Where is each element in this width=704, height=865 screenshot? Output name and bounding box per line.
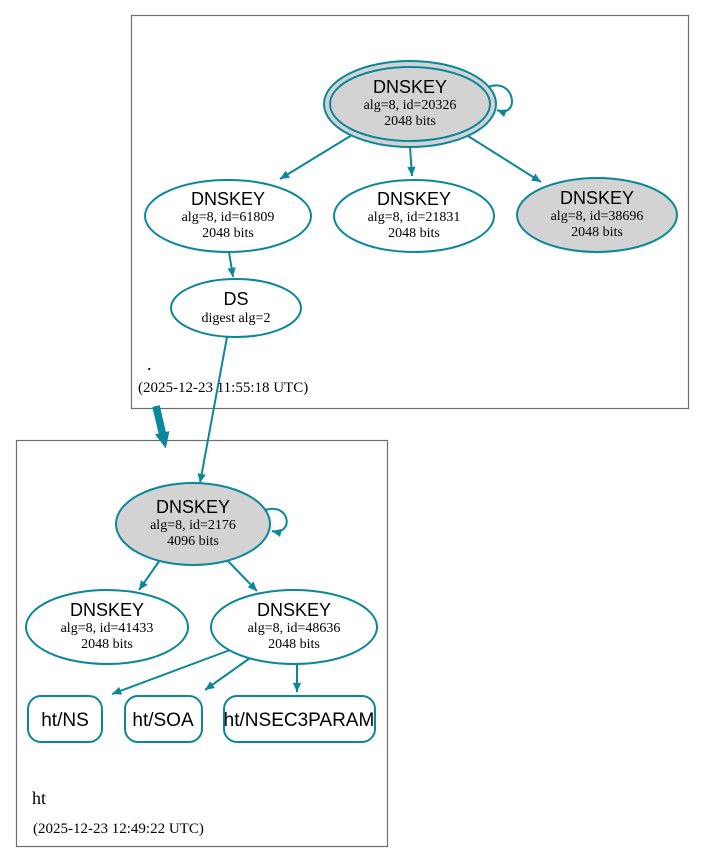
ds-ellipse	[170, 278, 302, 338]
zone-timestamp-root: (2025-12-23 11:55:18 UTC)	[138, 380, 308, 396]
rrset-rect	[223, 695, 376, 743]
node-ht-ksk-2176: DNSKEY alg=8, id=2176 4096 bits	[115, 482, 271, 566]
node-detail: alg=8, id=48636	[248, 621, 341, 636]
rrset-label: ht/NSEC3PARAM	[224, 710, 375, 731]
node-root-key-38696: DNSKEY alg=8, id=38696 2048 bits	[516, 177, 678, 253]
dnskey-ellipse	[333, 179, 495, 253]
self-sign-loop-root-ksk	[487, 84, 513, 118]
edge-root-ksk-to-key-61809	[279, 134, 353, 180]
dnskey-ellipse	[25, 589, 189, 665]
node-detail: 2048 bits	[202, 226, 254, 241]
edge-key-48636-to-ns	[111, 649, 231, 695]
node-detail: alg=8, id=41433	[61, 621, 154, 636]
node-rrset-ht-soa: ht/SOA	[124, 695, 203, 743]
edge-key-48636-to-soa	[204, 657, 251, 691]
node-root-key-61809: DNSKEY alg=8, id=61809 2048 bits	[144, 179, 312, 253]
node-title: DNSKEY	[191, 189, 265, 209]
zone-timestamp-ht: (2025-12-23 12:49:22 UTC)	[33, 821, 204, 837]
node-detail: alg=8, id=20326	[364, 98, 457, 113]
edge-ht-ksk-to-key-48636	[226, 559, 258, 592]
node-detail: alg=8, id=21831	[368, 210, 461, 225]
zone-name-root: .	[147, 354, 152, 374]
dnskey-ellipse	[144, 179, 312, 253]
edge-ht-ksk-to-key-41433	[138, 559, 161, 591]
node-detail: 4096 bits	[167, 534, 219, 549]
self-sign-loop-ht-ksk	[264, 507, 288, 538]
edge-ds-to-ht-ksk	[197, 336, 228, 484]
node-title: DNSKEY	[560, 188, 634, 208]
rrset-label: ht/SOA	[132, 710, 194, 731]
edge-key-61809-to-ds	[227, 251, 236, 278]
zone-box-root	[130, 14, 690, 410]
node-detail: alg=8, id=61809	[182, 210, 275, 225]
node-detail: 2048 bits	[81, 637, 133, 652]
node-detail: 2048 bits	[388, 226, 440, 241]
node-title: DNSKEY	[373, 77, 447, 97]
node-rrset-ht-nsec3param: ht/NSEC3PARAM	[223, 695, 376, 743]
node-title: DNSKEY	[70, 600, 144, 620]
node-detail: alg=8, id=38696	[551, 209, 644, 224]
edge-root-ksk-to-key-21831	[407, 146, 416, 177]
node-title: DNSKEY	[257, 600, 331, 620]
node-root-key-21831: DNSKEY alg=8, id=21831 2048 bits	[333, 179, 495, 253]
rrset-rect	[124, 695, 203, 743]
dnskey-ellipse	[516, 177, 678, 253]
ksk-ellipse-outer	[323, 60, 497, 148]
node-detail: 2048 bits	[571, 225, 623, 240]
zone-box-ht	[15, 439, 389, 848]
node-ht-key-48636: DNSKEY alg=8, id=48636 2048 bits	[210, 589, 378, 665]
edge-root-ksk-to-key-38696	[467, 135, 542, 183]
ksk-ellipse-inner	[329, 66, 491, 142]
dnskey-ellipse	[210, 589, 378, 665]
node-title: DNSKEY	[156, 497, 230, 517]
rrset-rect	[27, 695, 103, 743]
node-title: DNSKEY	[377, 189, 451, 209]
rrset-label: ht/NS	[41, 710, 89, 731]
node-detail: 2048 bits	[384, 114, 436, 129]
delegation-arrow-root-to-ht	[152, 405, 170, 449]
node-detail: alg=8, id=2176	[150, 518, 236, 533]
node-detail: 2048 bits	[268, 637, 320, 652]
node-ht-key-41433: DNSKEY alg=8, id=41433 2048 bits	[25, 589, 189, 665]
node-detail: digest alg=2	[202, 311, 271, 326]
node-rrset-ht-ns: ht/NS	[27, 695, 103, 743]
node-title: DS	[223, 289, 248, 309]
node-root-ksk-20326: DNSKEY alg=8, id=20326 2048 bits	[323, 60, 497, 148]
ksk-ellipse	[115, 482, 271, 566]
zone-name-ht: ht	[32, 788, 46, 808]
node-ds: DS digest alg=2	[170, 278, 302, 338]
